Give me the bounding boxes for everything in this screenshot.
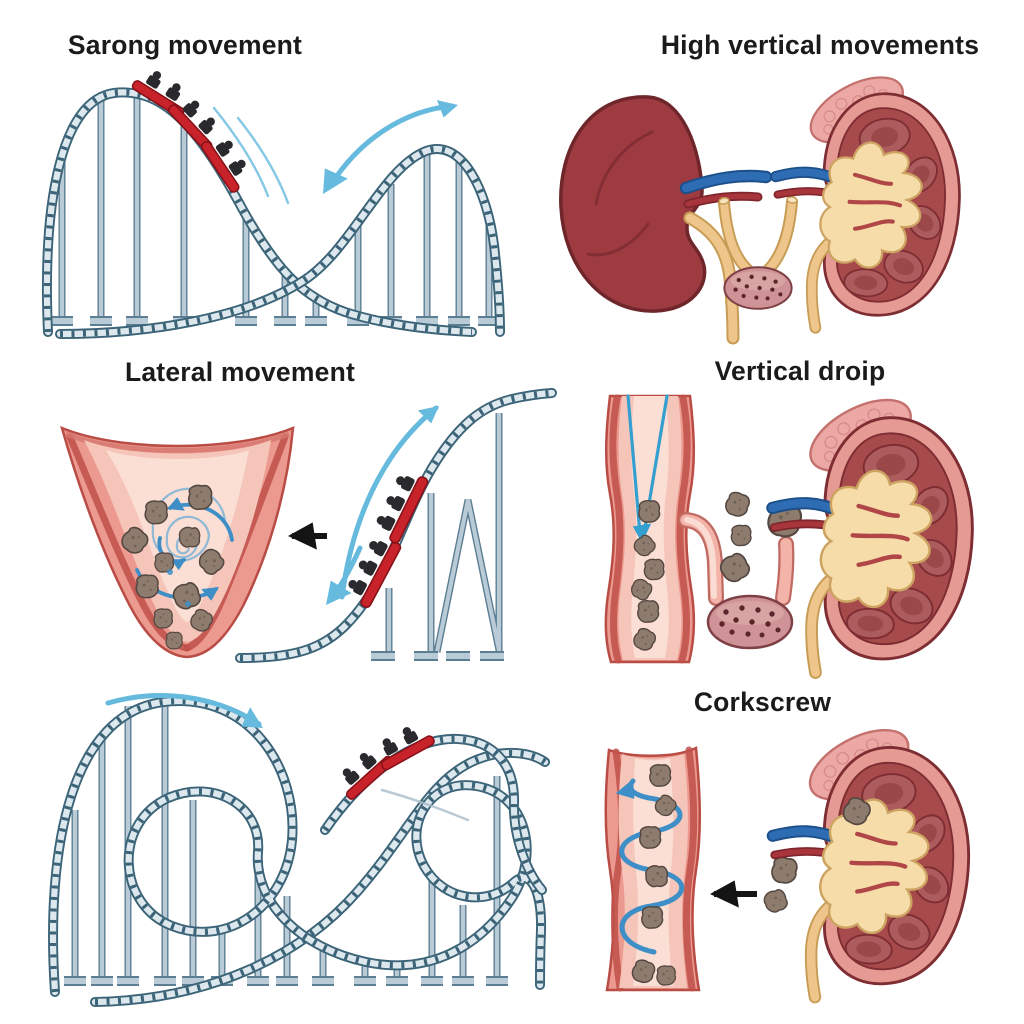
stone-pouch bbox=[706, 594, 794, 650]
kidney-stones bbox=[117, 484, 228, 650]
kidney-cross-section bbox=[773, 716, 969, 997]
panel-strong-movement bbox=[47, 64, 500, 334]
speed-lines bbox=[212, 106, 290, 205]
panel-title-vertical-drop: Vertical droip bbox=[714, 356, 886, 386]
up-motion-arrow bbox=[339, 398, 445, 600]
kidney-cross-section bbox=[772, 385, 972, 672]
left-arrow bbox=[710, 880, 757, 908]
panel-title-strong-movement: Sarong movement bbox=[67, 30, 303, 60]
curved-motion-arrow bbox=[312, 96, 460, 201]
down-motion-arrow bbox=[316, 545, 363, 613]
panel-title-lateral-movement: Lateral movement bbox=[124, 357, 355, 387]
curved-motion-arrow bbox=[105, 693, 269, 737]
corkscrew-arrow bbox=[615, 774, 685, 955]
speed-line bbox=[380, 788, 470, 822]
panel-lateral-movement bbox=[60, 393, 552, 658]
tube-opening bbox=[718, 197, 730, 205]
kidney-cross-section bbox=[776, 64, 960, 328]
coaster-train bbox=[333, 718, 436, 801]
panel-vertical-drop bbox=[604, 385, 973, 672]
coaster-supports bbox=[51, 95, 500, 321]
panel-title-corkscrew: Corkscrew bbox=[693, 687, 832, 717]
ureter-u-tubes bbox=[718, 196, 798, 276]
stone-pouch bbox=[723, 266, 793, 310]
coaster-climb bbox=[240, 393, 552, 658]
kidney-whole bbox=[559, 95, 773, 345]
ureter-vessel bbox=[604, 394, 696, 664]
panel-high-vertical-movements bbox=[559, 64, 960, 345]
coaster-track-figure-eight bbox=[47, 92, 500, 334]
left-arrow bbox=[288, 522, 327, 550]
tube-opening bbox=[786, 196, 798, 204]
panel-loop-coaster bbox=[53, 693, 545, 1002]
panel-title-high-vertical-movements: High vertical movements bbox=[660, 30, 980, 60]
branch-tube-to-pouch bbox=[678, 512, 795, 606]
panel-corkscrew bbox=[604, 716, 969, 997]
coaster-train bbox=[131, 64, 256, 194]
